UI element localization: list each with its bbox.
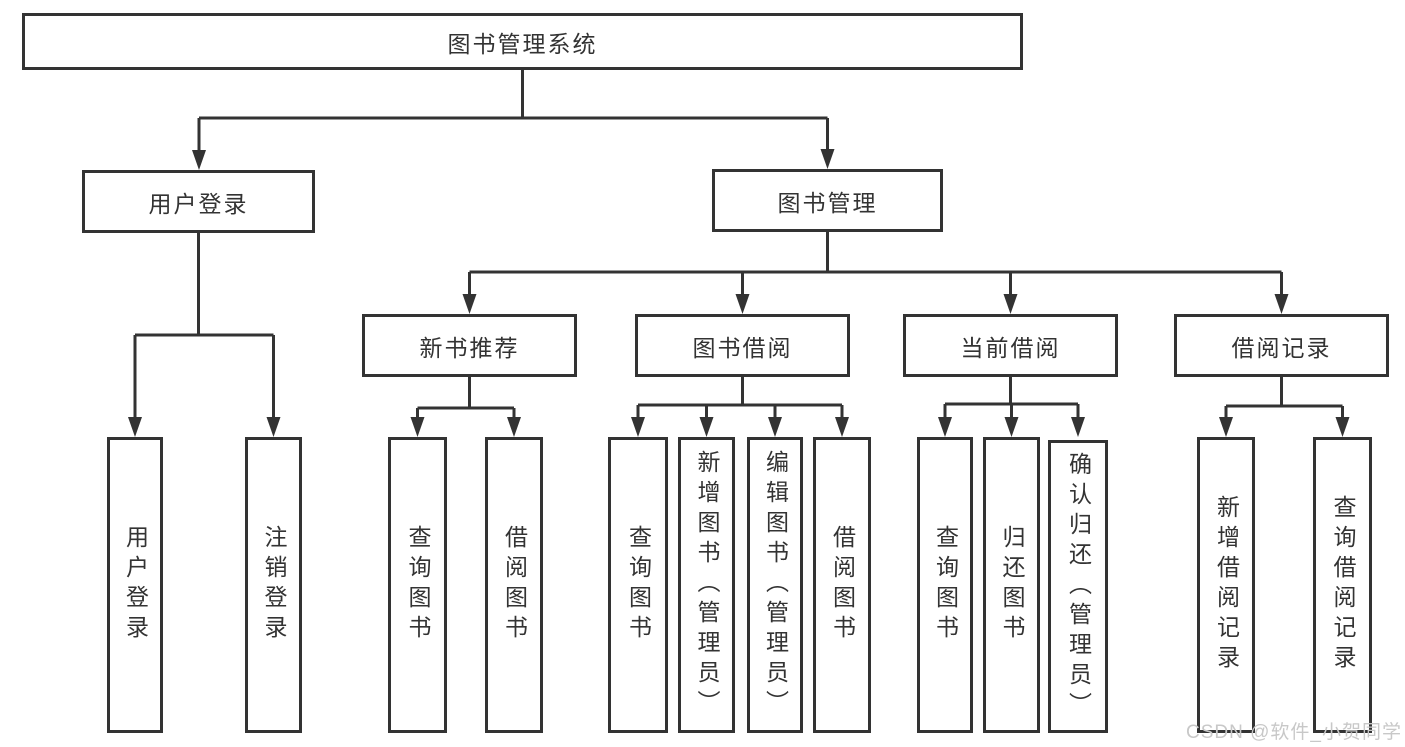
node-new-book-recommend-label: 新书推荐 xyxy=(419,334,520,361)
arrow-to-user-login xyxy=(192,150,206,170)
leaf-add-books-admin: 新增图书（管理员） xyxy=(678,437,735,733)
leaf-query-books-recommend-label: 查询图书 xyxy=(405,525,431,645)
node-book-management-label: 图书管理 xyxy=(777,189,878,216)
leaf-borrow-books-borrow-label: 借阅图书 xyxy=(829,525,856,645)
arrow-to-leaf-borrow-books-recommend xyxy=(507,417,521,437)
leaf-logout-label: 注销登录 xyxy=(261,525,287,645)
node-current-borrow: 当前借阅 xyxy=(903,314,1118,377)
leaf-confirm-return-admin: 确认归还（管理员） xyxy=(1048,440,1108,733)
node-current-borrow-label: 当前借阅 xyxy=(960,334,1061,361)
leaf-add-borrow-record-label: 新增借阅记录 xyxy=(1213,495,1240,675)
node-borrow-records: 借阅记录 xyxy=(1174,314,1389,377)
arrow-to-leaf-add-borrow-record xyxy=(1219,417,1233,437)
arrow-to-new-book-recommend xyxy=(462,294,477,314)
leaf-query-books-current: 查询图书 xyxy=(917,437,973,733)
node-borrow-records-label: 借阅记录 xyxy=(1231,334,1332,361)
leaf-borrow-books-recommend: 借阅图书 xyxy=(485,437,543,733)
node-book-management: 图书管理 xyxy=(712,169,943,232)
arrow-to-book-management xyxy=(820,149,835,169)
node-user-login-label: 用户登录 xyxy=(148,190,249,217)
arrow-to-leaf-query-books-borrow xyxy=(631,417,645,437)
arrow-to-leaf-edit-books xyxy=(768,417,782,437)
arrow-to-borrow-records xyxy=(1274,294,1289,314)
leaf-add-borrow-record: 新增借阅记录 xyxy=(1197,437,1255,733)
leaf-return-books-label: 归还图书 xyxy=(999,525,1025,645)
leaf-user-login-label: 用户登录 xyxy=(122,525,149,645)
node-user-login: 用户登录 xyxy=(82,170,315,233)
leaf-add-books-admin-label: 新增图书（管理员） xyxy=(694,450,720,720)
arrow-to-leaf-query-books-current xyxy=(938,417,952,437)
leaf-query-books-borrow: 查询图书 xyxy=(608,437,668,733)
leaf-edit-books-admin-label: 编辑图书（管理员） xyxy=(762,450,789,720)
arrow-to-current-borrow xyxy=(1003,294,1018,314)
arrow-to-leaf-borrow-books xyxy=(835,417,849,437)
leaf-query-borrow-record: 查询借阅记录 xyxy=(1313,437,1372,733)
leaf-borrow-books-recommend-label: 借阅图书 xyxy=(501,525,528,645)
arrow-to-leaf-confirm-return xyxy=(1071,417,1085,437)
arrow-to-leaf-query-borrow-record xyxy=(1335,417,1350,437)
leaf-query-borrow-record-label: 查询借阅记录 xyxy=(1330,495,1356,675)
arrow-to-leaf-user-login xyxy=(128,417,142,437)
leaf-return-books: 归还图书 xyxy=(983,437,1040,733)
node-book-borrow-label: 图书借阅 xyxy=(692,334,793,361)
watermark: CSDN @软件_小贺同学 xyxy=(1186,722,1402,743)
node-book-borrow: 图书借阅 xyxy=(635,314,850,377)
leaf-query-books-current-label: 查询图书 xyxy=(932,525,959,645)
arrow-to-leaf-return-books xyxy=(1004,417,1019,437)
arrow-to-leaf-query-books-recommend xyxy=(410,417,425,437)
arrow-to-leaf-add-books xyxy=(699,417,714,437)
leaf-edit-books-admin: 编辑图书（管理员） xyxy=(747,437,803,733)
leaf-query-books-recommend: 查询图书 xyxy=(388,437,447,733)
arrow-to-leaf-logout xyxy=(266,417,281,437)
node-new-book-recommend: 新书推荐 xyxy=(362,314,577,377)
arrow-to-book-borrow xyxy=(735,294,750,314)
leaf-logout: 注销登录 xyxy=(245,437,302,733)
node-root-label: 图书管理系统 xyxy=(447,30,598,57)
leaf-borrow-books-borrow: 借阅图书 xyxy=(813,437,871,733)
leaf-query-books-borrow-label: 查询图书 xyxy=(625,525,652,645)
node-root: 图书管理系统 xyxy=(22,13,1023,70)
leaf-confirm-return-admin-label: 确认归还（管理员） xyxy=(1065,451,1092,722)
leaf-user-login: 用户登录 xyxy=(107,437,163,733)
